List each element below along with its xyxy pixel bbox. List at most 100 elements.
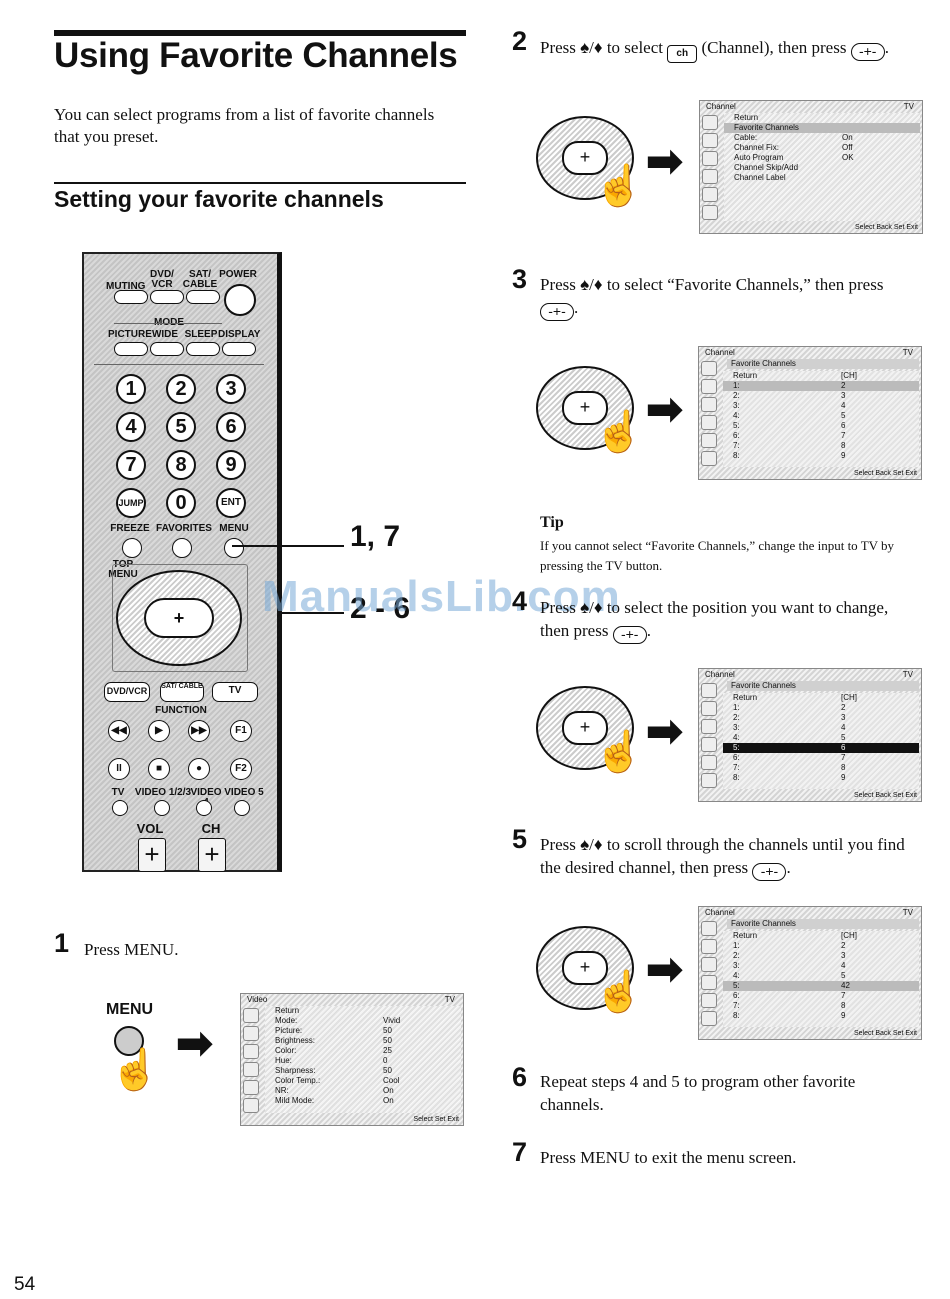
screen-subheader: Favorite Channels xyxy=(727,359,919,369)
callout-label-2-6: 2 - 6 xyxy=(350,592,411,625)
screen-header: Channel xyxy=(705,908,735,917)
menu-row-label: 1: xyxy=(733,941,740,950)
menu-row-label: Return xyxy=(275,1006,300,1015)
play-button: ▶ xyxy=(148,720,170,742)
menu-row-label: 3: xyxy=(733,961,740,970)
step-5-text: Press ♠/♦ to scroll through the channels… xyxy=(540,835,905,881)
step-7-text: Press MENU to exit the menu screen. xyxy=(540,1148,797,1167)
menu-row-label: 7: xyxy=(733,441,740,450)
screen-header: Video xyxy=(247,995,268,1004)
number-button-0: 0 xyxy=(166,488,196,518)
menu-row-value: 9 xyxy=(841,773,846,782)
menu-row-value: [CH] xyxy=(841,371,857,380)
menu-row-label: Channel Fix: xyxy=(734,143,779,152)
function-tv-button: TV xyxy=(212,682,258,702)
menu-row-label: 3: xyxy=(733,401,740,410)
menu-row-value: 5 xyxy=(841,733,846,742)
screen-header: Channel xyxy=(706,102,736,111)
remote-label-tv: TV xyxy=(111,787,125,798)
remote-label-mode: MODE xyxy=(134,318,204,328)
input-video123-button xyxy=(154,800,170,816)
number-button-9: 9 xyxy=(216,450,246,480)
sleep-button xyxy=(186,342,220,356)
menu-row-value: 3 xyxy=(841,713,846,722)
menu-row-value: 2 xyxy=(841,381,846,390)
number-button-5: 5 xyxy=(166,412,196,442)
menu-row: 2:3 xyxy=(723,713,919,723)
right-arrow-icon: ➡ xyxy=(646,385,683,434)
menu-row: 6:7 xyxy=(723,431,919,441)
menu-row-label: Favorite Channels xyxy=(734,123,799,132)
menu-row: Mild Mode:On xyxy=(265,1096,461,1106)
right-arrow-icon: ➡ xyxy=(646,137,683,186)
menu-row-label: Mode: xyxy=(275,1016,298,1025)
screen-header-right: TV xyxy=(902,908,913,917)
menu-row-label: 8: xyxy=(733,1011,740,1020)
menu-row: 3: 4 xyxy=(723,961,919,971)
step-4-number: 4 xyxy=(512,586,528,616)
remote-label-display: DISPLAY xyxy=(218,329,261,340)
remote-control-illustration: MUTING DVD/ VCR SAT/ CABLE POWER MODE PI… xyxy=(82,252,282,872)
step-2-number: 2 xyxy=(512,26,528,56)
freeze-button xyxy=(122,538,142,558)
menu-row-label: Cable: xyxy=(734,133,758,142)
screen-subheader: Favorite Channels xyxy=(727,681,919,691)
right-arrow-icon: ➡ xyxy=(646,945,683,994)
menu-row: Cable:On xyxy=(724,133,920,143)
enter-icon: -+- xyxy=(612,626,647,644)
menu-row: 2:3 xyxy=(723,391,919,401)
step-3-text: Press ♠/♦ to select “Favorite Channels,”… xyxy=(540,275,884,321)
pointing-hand-icon: ☝ xyxy=(110,1047,160,1092)
remote-label-sleep: SLEEP xyxy=(184,329,218,340)
pointing-hand-icon: ☝ xyxy=(594,969,644,1014)
screen-header: Channel xyxy=(705,670,735,679)
menu-row: 1:2 xyxy=(723,703,919,713)
watermark: ManualsLib.com xyxy=(262,572,621,621)
menu-row-label: 6: xyxy=(733,431,740,440)
menu-row-label: Return xyxy=(734,113,759,122)
menu-row-value: [CH] xyxy=(841,693,857,702)
number-button-4: 4 xyxy=(116,412,146,442)
menu-row: 7:8 xyxy=(723,763,919,773)
menu-row: 3:4 xyxy=(723,723,919,733)
f2-button: F2 xyxy=(230,758,252,780)
function-satcable-button: SAT/ CABLE xyxy=(160,682,204,702)
remote-label-picture: PICTURE xyxy=(108,329,152,340)
subheading-rule xyxy=(54,182,466,184)
tip-title: Tip xyxy=(540,514,564,531)
menu-row-label: 1: xyxy=(733,381,740,390)
menu-row-value: 4 xyxy=(841,961,846,970)
menu-row-label: 8: xyxy=(733,451,740,460)
section-heading: Setting your favorite channels xyxy=(54,186,384,212)
menu-row: Picture:50 xyxy=(265,1026,461,1036)
menu-row: Return xyxy=(265,1006,461,1016)
menu-row: Return[CH] xyxy=(723,371,919,381)
menu-row-label: 5: xyxy=(733,743,740,752)
menu-row-value: [CH] xyxy=(841,931,857,940)
menu-row-label: Picture: xyxy=(275,1026,303,1035)
menu-row: Mode:Vivid xyxy=(265,1016,461,1026)
menu-row: 2:3 xyxy=(723,951,919,961)
navpad-icon: + xyxy=(536,366,634,450)
right-arrow-icon: ➡ xyxy=(176,1019,213,1068)
menu-row-value: 6 xyxy=(841,421,846,430)
title-rule xyxy=(54,30,466,36)
step-7-number: 7 xyxy=(512,1137,528,1167)
menu-row-value: 42 xyxy=(841,981,850,990)
screen-header-right: TV xyxy=(902,670,913,679)
menu-row-label: Channel Skip/Add xyxy=(734,163,799,172)
menu-row: Color Temp.:Cool xyxy=(265,1076,461,1086)
fast-forward-button: ▶▶ xyxy=(188,720,210,742)
callout-line-navpad xyxy=(282,612,344,614)
nav-pad-frame xyxy=(112,564,248,672)
menu-row-value: Off xyxy=(842,143,853,152)
remote-label-power: POWER xyxy=(219,269,257,280)
menu-row-label: 8: xyxy=(733,773,740,782)
menu-row-label: 6: xyxy=(733,753,740,762)
menu-row-value: 5 xyxy=(841,971,846,980)
step-3-number: 3 xyxy=(512,264,528,294)
menu-row-value: 7 xyxy=(841,753,846,762)
